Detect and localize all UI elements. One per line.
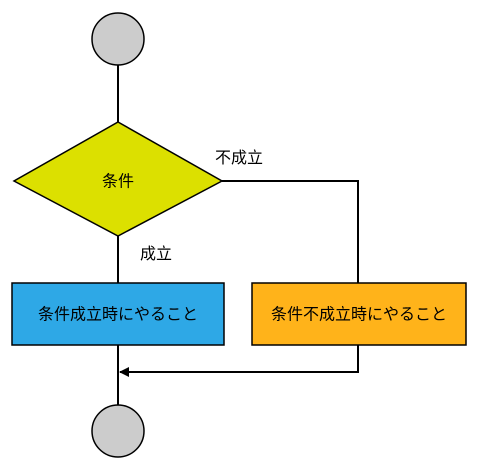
decision-label: 条件 xyxy=(102,172,134,191)
end-terminal xyxy=(91,404,145,458)
decision-diamond xyxy=(12,121,224,237)
start-terminal xyxy=(91,12,145,66)
connector-decision-to-false-action xyxy=(222,180,359,283)
false-action-box xyxy=(251,282,467,346)
connector-false-action-merge-arrow xyxy=(119,345,359,377)
true-action-label: 条件成立時にやること xyxy=(38,305,198,324)
true-branch-label: 成立 xyxy=(140,244,172,263)
false-branch-label: 不成立 xyxy=(215,148,263,167)
false-action-label: 条件不成立時にやること xyxy=(271,305,447,324)
true-action-box xyxy=(11,282,225,346)
